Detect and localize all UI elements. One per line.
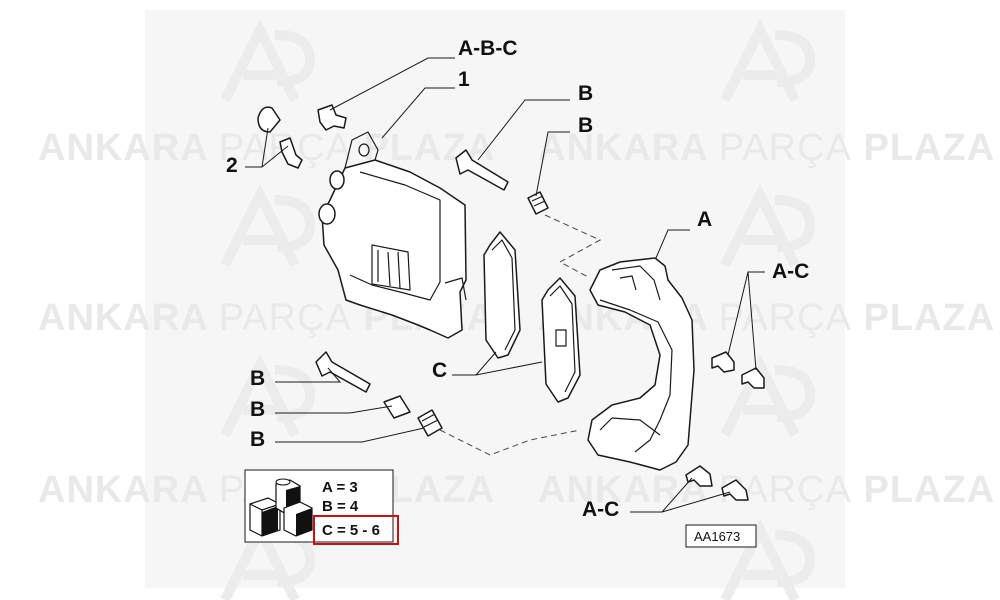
label-b-bushing: B <box>250 398 265 421</box>
label-ac-lower: A-C <box>582 498 619 521</box>
watermark-logo <box>720 353 816 438</box>
watermark-logos <box>220 18 816 600</box>
boot-bottom <box>417 409 443 437</box>
kit-boxes-icon <box>249 478 313 537</box>
leader-lines <box>245 57 765 513</box>
watermark-logo <box>220 18 316 103</box>
guide-pin-bottom <box>315 351 371 393</box>
svg-text:ANKARA PARÇA PLAZA: ANKARA PARÇA PLAZA <box>38 127 495 169</box>
label-b-pin-top: B <box>578 82 593 105</box>
reference-code: AA1673 <box>694 529 740 544</box>
label-b-pin-bottom: B <box>250 367 265 390</box>
svg-text:ANKARA PARÇA PLAZA: ANKARA PARÇA PLAZA <box>538 127 995 169</box>
caliper-bracket <box>587 257 695 471</box>
clip-upper-right <box>741 367 765 389</box>
caliper-body <box>318 131 467 339</box>
legend-line-b: B = 4 <box>322 498 359 515</box>
bushing <box>383 395 411 419</box>
brake-pad-inner <box>483 231 521 359</box>
label-part-2: 2 <box>226 154 238 177</box>
legend-highlight-box <box>313 515 399 545</box>
reference-code-box: AA1673 <box>685 524 757 548</box>
watermark-logo <box>220 183 316 268</box>
bleed-screw <box>279 137 303 169</box>
svg-text:ANKARA PARÇA PLAZA: ANKARA PARÇA PLAZA <box>538 469 995 511</box>
watermark-logo <box>220 353 316 438</box>
label-a-bracket: A <box>697 208 712 231</box>
clip-lower-right <box>721 479 749 501</box>
label-c-pads: C <box>432 359 447 382</box>
guide-pin-top <box>455 149 509 191</box>
bleed-cap <box>257 106 281 133</box>
watermark-logo <box>720 518 816 600</box>
watermark-text: ANKARA PARÇA PLAZA ANKARA PARÇA PLAZA AN… <box>38 127 995 511</box>
label-abc-top: A-B-C <box>458 37 517 60</box>
label-b-boot-bottom: B <box>250 428 265 451</box>
watermark-logo <box>720 18 816 103</box>
legend-line-a: A = 3 <box>322 479 358 496</box>
clip-upper-left <box>711 351 735 373</box>
watermark-logo <box>720 183 816 268</box>
label-b-boot-top: B <box>578 114 593 137</box>
label-part-1: 1 <box>458 68 470 91</box>
kit-legend: A = 3 B = 4 C = 5 - 6 <box>244 469 399 545</box>
assembly-dash-lines <box>439 214 602 456</box>
legend-line-c: C = 5 - 6 <box>322 522 380 539</box>
label-ac-upper: A-C <box>772 260 809 283</box>
brake-pad-outer <box>541 277 581 403</box>
